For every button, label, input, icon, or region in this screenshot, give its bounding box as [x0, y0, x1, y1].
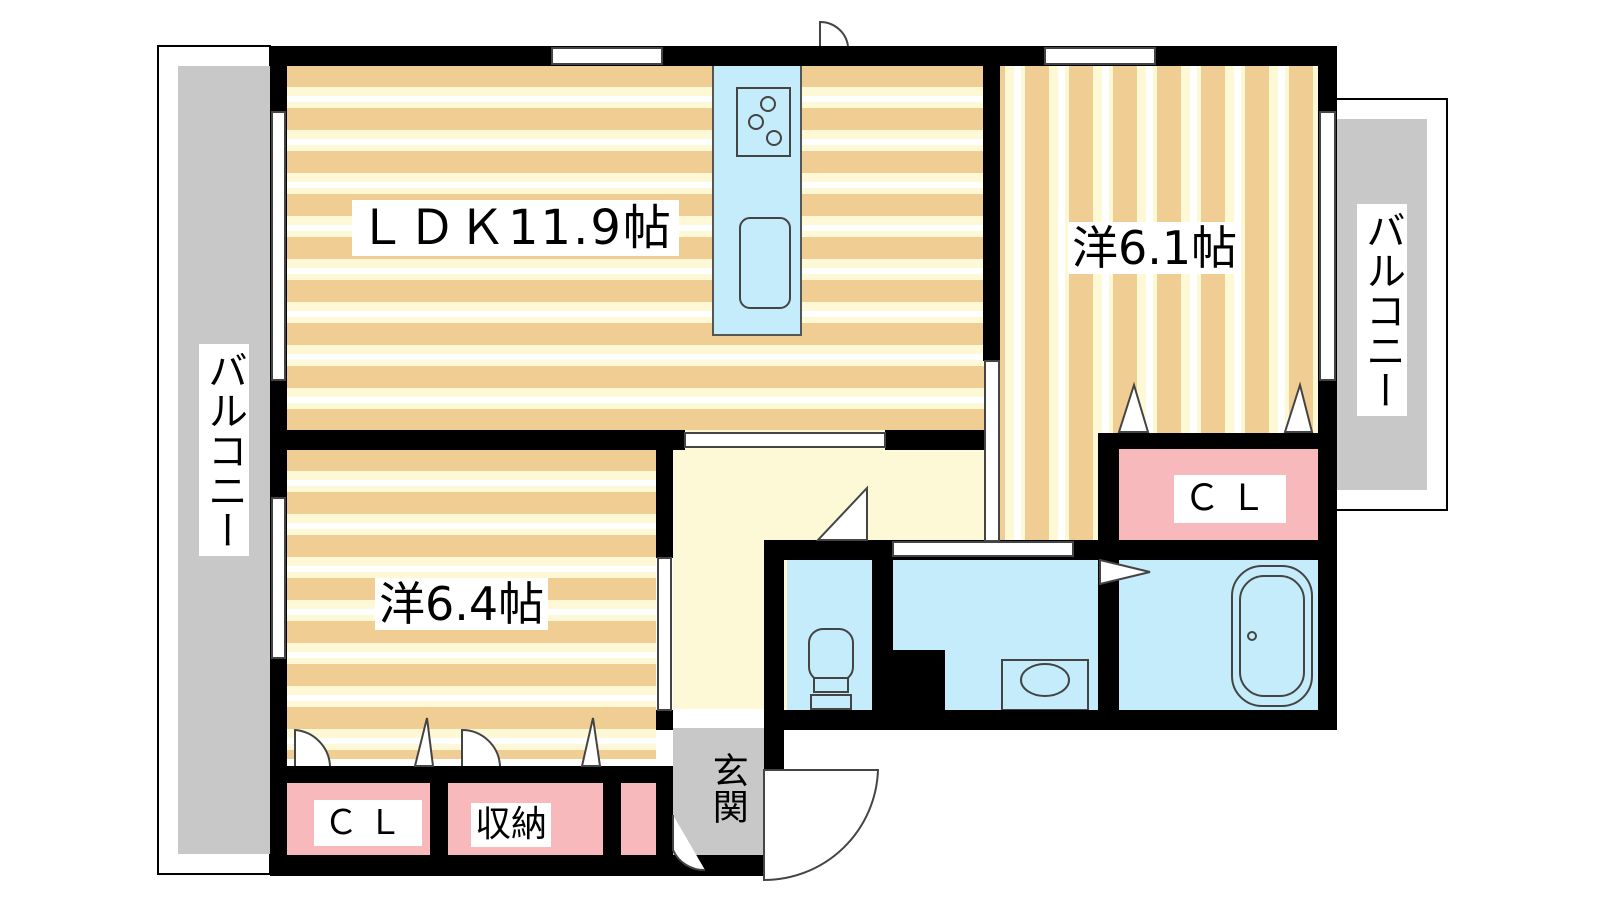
entrance-label: 玄関	[706, 752, 748, 824]
western-room-right-label: 洋6.1帖	[1068, 222, 1242, 274]
stove-burner-icon	[766, 130, 782, 146]
western-room-left-label: 洋6.4帖	[375, 578, 549, 630]
washbasin-icon	[1001, 659, 1089, 711]
windows	[271, 47, 1336, 711]
washroom-column	[893, 650, 945, 712]
stove-burner-icon	[760, 96, 776, 112]
kitchen-counter	[712, 64, 802, 336]
closet-left-label: ＣＬ	[314, 800, 422, 846]
stove-burner-icon	[748, 114, 764, 130]
closet-right-label: ＣＬ	[1174, 475, 1287, 523]
folding-doors	[413, 381, 1314, 767]
sink-icon	[739, 217, 791, 309]
ldk-room-label: ＬＤＫ11.9帖	[352, 200, 679, 256]
balcony-left	[157, 45, 271, 875]
swing-doors	[294, 20, 1151, 882]
balcony-left-label: バルコニー	[199, 344, 249, 556]
balcony-right-label: バルコニー	[1357, 204, 1407, 416]
toilet-icon	[808, 628, 854, 710]
bathtub-icon	[1231, 565, 1313, 707]
storage-label: 収納	[471, 803, 552, 847]
sliding-doors	[684, 360, 1074, 557]
